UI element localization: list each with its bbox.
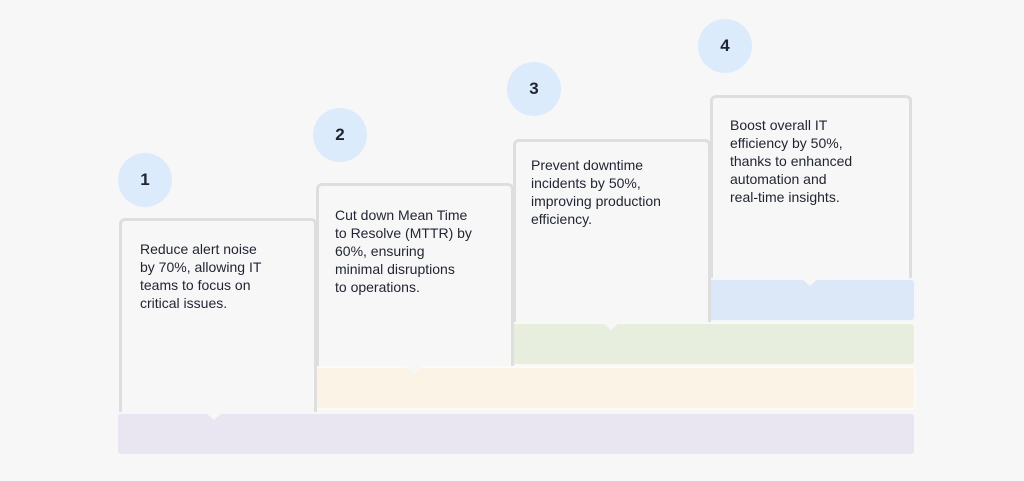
- step-4-number-badge: 4: [698, 19, 752, 73]
- step-1-bar: [116, 412, 916, 456]
- step-1-text: Reduce alert noise by 70%, allowing IT t…: [140, 241, 262, 311]
- step-2-box: [316, 183, 514, 366]
- step-2-number-badge: 2: [313, 108, 367, 162]
- step-2-bar: [313, 366, 916, 410]
- step-3-bar: [510, 322, 916, 366]
- step-2-notch: [405, 366, 423, 374]
- step-2-text: Cut down Mean Time to Resolve (MTTR) by …: [335, 207, 472, 295]
- step-3-box: [513, 139, 711, 322]
- step-1-box: [119, 218, 317, 412]
- step-1-number-badge: 1: [118, 153, 172, 207]
- step-3-notch: [602, 322, 620, 330]
- step-4-text: Boost overall IT efficiency by 50%, than…: [730, 117, 853, 205]
- step-3-number-badge: 3: [507, 62, 561, 116]
- step-3-text: Prevent downtime incidents by 50%, impro…: [531, 157, 661, 227]
- step-1-notch: [205, 412, 223, 420]
- step-4-box: [710, 95, 912, 278]
- step-4-notch: [801, 278, 819, 286]
